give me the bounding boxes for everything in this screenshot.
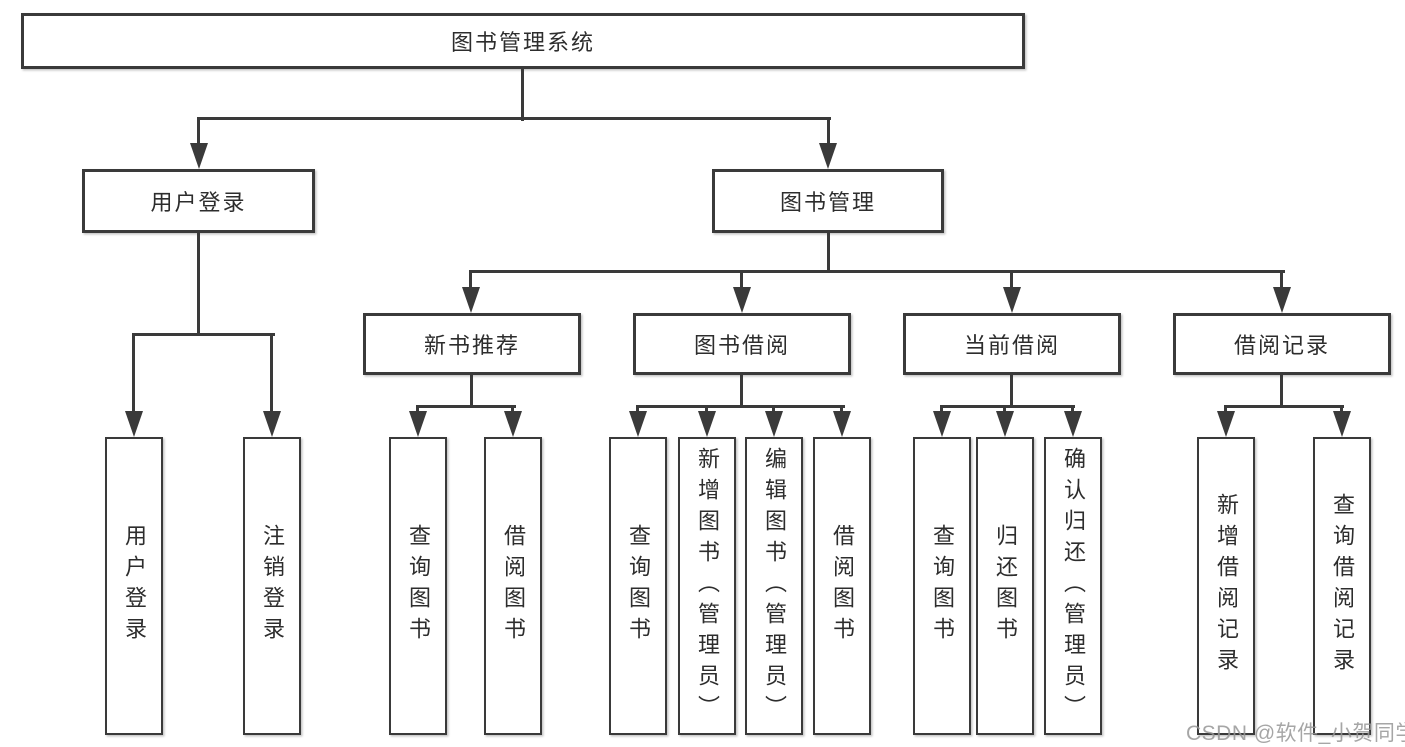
arrowhead-return-books [996,411,1014,437]
arrowhead-add-borrow-record [1217,411,1235,437]
arrowhead-leaf-user-login [125,411,143,437]
leaf-add-borrow-record-label: 新增借阅记录 [1214,493,1239,679]
leaf-query-books-borrow: 查询图书 [609,437,667,735]
node-user-login-label: 用户登录 [150,190,247,215]
leaf-query-borrow-record: 查询借阅记录 [1313,437,1371,735]
node-current-borrowing-label: 当前借阅 [963,333,1060,358]
leaf-query-books-recommend: 查询图书 [389,437,447,735]
leaf-return-books: 归还图书 [976,437,1034,735]
arrowhead-borrowing-records [1273,287,1291,313]
connector-records-rail [1224,405,1344,408]
csdn-watermark: CSDN @软件_小贺同学 [1186,722,1405,745]
arrowhead-query-books-borrow [629,411,647,437]
arrowhead-new-book-recommend [462,287,480,313]
node-borrowing-records: 借阅记录 [1173,313,1391,375]
connector-current-drop-3 [1071,405,1074,415]
connector-borrowing-drop-2 [705,405,708,415]
arrowhead-query-borrow-record [1333,411,1351,437]
leaf-return-books-label: 归还图书 [993,524,1018,648]
connector-borrowing-drop-4 [840,405,843,415]
leaf-user-login-label: 用户登录 [122,524,147,648]
connector-root-stem [521,67,524,121]
leaf-edit-book-admin-label: 编辑图书（管理员） [762,446,787,726]
node-user-login: 用户登录 [82,169,315,233]
leaf-borrow-books: 借阅图书 [813,437,871,735]
connector-borrowing-drop-1 [636,405,639,415]
leaf-logout-label: 注销登录 [260,524,285,648]
leaf-query-books-current: 查询图书 [913,437,971,735]
arrowhead-query-books-recommend [409,411,427,437]
arrowhead-book-borrowing [733,287,751,313]
connector-root-drop-left [197,117,200,145]
connector-root-rail [197,117,831,120]
leaf-add-book-admin-label: 新增图书（管理员） [695,446,720,726]
connector-recommend-stem [470,374,473,408]
connector-bookmgmt-stem [827,231,830,273]
leaf-borrow-books-recommend: 借阅图书 [484,437,542,735]
arrowhead-user-login [190,143,208,169]
leaf-edit-book-admin: 编辑图书（管理员） [745,437,803,735]
arrowhead-borrow-books-recommend [504,411,522,437]
leaf-logout: 注销登录 [243,437,301,735]
connector-root-drop-right [827,117,830,145]
connector-records-stem [1280,374,1283,408]
leaf-query-books-borrow-label: 查询图书 [626,524,651,648]
arrowhead-edit-book-admin [765,411,783,437]
arrowhead-leaf-logout [263,411,281,437]
node-book-management: 图书管理 [712,169,944,233]
connector-borrowing-drop-3 [772,405,775,415]
leaf-query-books-recommend-label: 查询图书 [406,524,431,648]
connector-bookmgmt-drop-4 [1280,270,1283,290]
connector-recommend-rail [416,405,516,408]
leaf-query-books-current-label: 查询图书 [930,524,955,648]
arrowhead-confirm-return-admin [1064,411,1082,437]
connector-bookmgmt-drop-2 [740,270,743,290]
connector-records-drop-1 [1224,405,1227,415]
node-book-management-label: 图书管理 [779,190,876,215]
arrowhead-add-book-admin [698,411,716,437]
node-book-borrowing-label: 图书借阅 [693,333,790,358]
arrowhead-query-books-current [933,411,951,437]
arrowhead-current-borrowing [1003,287,1021,313]
connector-current-stem [1010,374,1013,408]
connector-current-rail [940,405,1075,408]
leaf-add-borrow-record: 新增借阅记录 [1197,437,1255,735]
connector-recommend-drop-1 [416,405,419,415]
connector-current-drop-1 [940,405,943,415]
node-new-book-recommend-label: 新书推荐 [423,333,520,358]
connector-records-drop-2 [1340,405,1343,415]
connector-current-drop-2 [1003,405,1006,415]
connector-bookmgmt-drop-1 [469,270,472,290]
connector-userlogin-drop-2 [270,333,273,413]
arrowhead-borrow-books [833,411,851,437]
connector-userlogin-stem [197,231,200,336]
leaf-confirm-return-admin-label: 确认归还（管理员） [1061,446,1086,726]
node-new-book-recommend: 新书推荐 [363,313,581,375]
connector-borrowing-rail [636,405,845,408]
node-library-system: 图书管理系统 [21,13,1025,69]
leaf-borrow-books-label: 借阅图书 [830,524,855,648]
leaf-query-borrow-record-label: 查询借阅记录 [1330,493,1355,679]
node-library-system-label: 图书管理系统 [450,30,595,55]
leaf-add-book-admin: 新增图书（管理员） [678,437,736,735]
connector-userlogin-rail [132,333,275,336]
leaf-borrow-books-recommend-label: 借阅图书 [501,524,526,648]
node-borrowing-records-label: 借阅记录 [1233,333,1330,358]
connector-bookmgmt-rail [469,270,1285,273]
connector-recommend-drop-2 [511,405,514,415]
connector-bookmgmt-drop-3 [1010,270,1013,290]
arrowhead-book-management [819,143,837,169]
connector-borrowing-stem [740,374,743,408]
node-current-borrowing: 当前借阅 [903,313,1121,375]
leaf-confirm-return-admin: 确认归还（管理员） [1044,437,1102,735]
node-book-borrowing: 图书借阅 [633,313,851,375]
connector-userlogin-drop-1 [132,333,135,413]
leaf-user-login: 用户登录 [105,437,163,735]
